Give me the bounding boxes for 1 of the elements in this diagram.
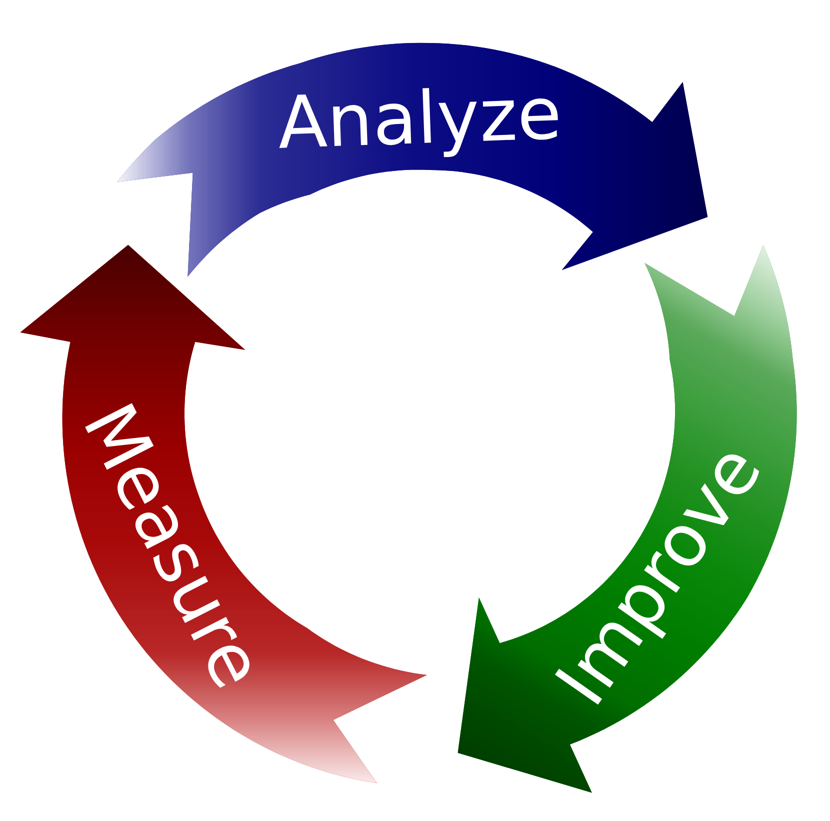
cycle-segment: Analyze bbox=[117, 42, 708, 277]
